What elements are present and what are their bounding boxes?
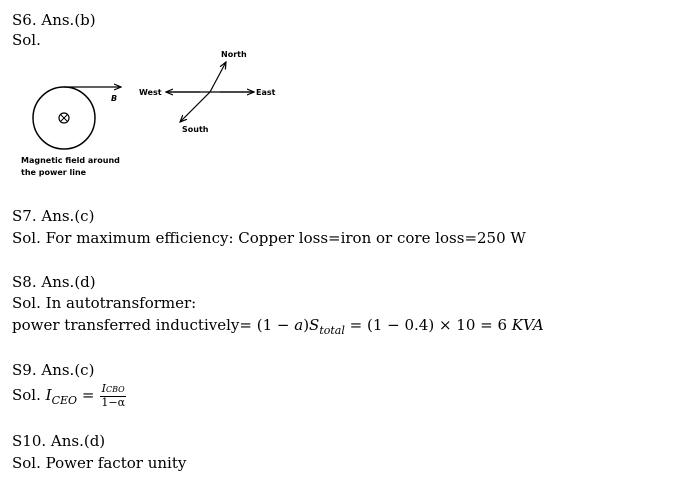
s9-sol-prefix: Sol. — [12, 386, 46, 404]
s8-eq-alpha: a — [294, 316, 304, 334]
s9-denominator: 1−α — [101, 396, 126, 409]
s8-equation: power transferred inductively= (1 − a)St… — [12, 316, 544, 337]
s8-eq-part3: = (1 − 0.4) × 10 = 6 — [344, 316, 512, 334]
cross-mark-2 — [60, 114, 68, 122]
s10-answer: S10. Ans.(d) — [12, 432, 106, 450]
s10-solution: Sol. Power factor unity — [12, 454, 187, 472]
s9-i: I — [45, 386, 52, 404]
s6-answer: S6. Ans.(b) — [12, 11, 96, 29]
s9-equals: = — [77, 386, 95, 404]
s7-solution: Sol. For maximum efficiency: Copper loss… — [12, 229, 526, 247]
caption-line-2: the power line — [21, 168, 87, 177]
s6-diagram: B North West East South Magnetic field a… — [21, 50, 276, 177]
s8-eq-s: S — [309, 316, 320, 334]
s8-answer: S8. Ans.(d) — [12, 273, 96, 291]
s8-eq-unit: KVA — [511, 316, 544, 334]
label-east: East — [256, 88, 276, 97]
north-arrow — [209, 62, 226, 93]
s8-eq-prefix: power transferred inductively= — [12, 316, 252, 334]
s8-sol-label: Sol. In autotransformer: — [12, 294, 197, 312]
s9-num-subscript: CBO — [106, 385, 125, 394]
s9-answer: S9. Ans.(c) — [12, 361, 95, 379]
label-north: North — [221, 50, 247, 59]
caption-line-1: Magnetic field around — [21, 156, 120, 165]
power-line-cross-section — [58, 112, 70, 124]
s8-eq-part2: ) — [303, 316, 310, 334]
s9-num-i: I — [101, 382, 107, 395]
s9-numerator: ICBO — [100, 382, 127, 397]
s6-sol-label: Sol. — [12, 31, 41, 49]
s8-eq-subscript: total — [319, 324, 345, 337]
s7-answer: S7. Ans.(c) — [12, 207, 95, 225]
s8-eq-part1: (1 − — [251, 316, 295, 334]
label-south: South — [182, 125, 209, 134]
label-west: West — [139, 88, 162, 97]
south-arrow — [180, 91, 211, 122]
s9-i-subscript: CEO — [51, 394, 78, 407]
label-b: B — [111, 94, 117, 103]
